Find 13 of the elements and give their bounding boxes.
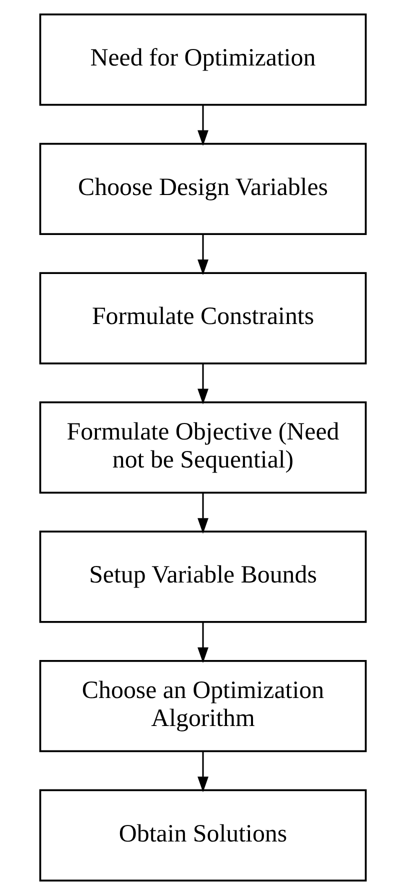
node-box: Choose an Optimization Algorithm xyxy=(38,660,366,752)
node-box: Need for Optimization xyxy=(38,14,366,106)
node-box: Obtain Solutions xyxy=(38,789,366,882)
node-box: Choose Design Variables xyxy=(38,142,366,236)
arrow xyxy=(197,493,208,534)
node-box: Setup Variable Bounds xyxy=(38,530,366,623)
arrow xyxy=(197,752,208,792)
arrow xyxy=(197,622,208,663)
arrow xyxy=(197,105,208,146)
arrow xyxy=(197,364,208,404)
node-box: Formulate Constraints xyxy=(38,272,366,364)
node-box: Formulate Objective (Need not be Sequential) xyxy=(38,401,366,494)
arrow xyxy=(197,234,208,276)
